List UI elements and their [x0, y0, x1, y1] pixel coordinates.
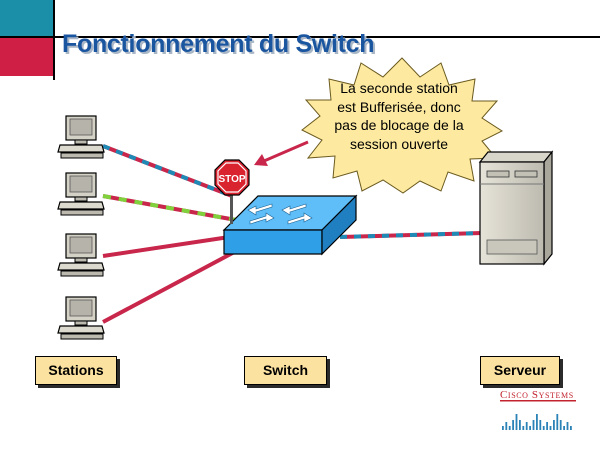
corner-block-blue: [0, 0, 53, 37]
workstation-icon: [57, 172, 105, 216]
stop-sign-text: STOP: [218, 174, 245, 185]
label-server: Serveur: [480, 356, 560, 385]
cisco-logo: [500, 400, 576, 430]
workstation-icon: [57, 296, 105, 340]
callout-line: session ouverte: [349, 135, 449, 152]
link-station-4: [102, 247, 241, 324]
switch-icon: [222, 194, 358, 256]
callout-line: La seconde station: [340, 80, 458, 96]
header-rule: [0, 36, 600, 38]
callout-arrow-icon: [254, 140, 309, 166]
callout-line: est Bufferisée, donc: [337, 98, 461, 115]
corner-block-red: [0, 37, 53, 76]
slide-title: Fonctionnement du Switch: [62, 30, 375, 58]
callout-text: La seconde station est Bufferisée, donc …: [314, 79, 484, 153]
label-stations: Stations: [35, 356, 117, 385]
cisco-wordmark-text: Cisco Systems: [500, 389, 574, 401]
corner-divider-vertical: [53, 0, 55, 80]
callout-starburst: [301, 57, 504, 194]
workstation-icon: [57, 233, 105, 277]
link-station-2: [102, 194, 237, 222]
stop-sign-icon: STOP: [214, 159, 250, 224]
link-server: [339, 231, 483, 239]
cisco-wordmark: Cisco Systems: [500, 389, 574, 401]
link-station-1: [102, 144, 233, 198]
workstation-icon: [57, 115, 105, 159]
label-switch: Switch: [244, 356, 327, 385]
server-icon: [478, 150, 554, 266]
link-station-3: [102, 234, 237, 258]
callout-line: pas de blocage de la: [334, 117, 464, 133]
